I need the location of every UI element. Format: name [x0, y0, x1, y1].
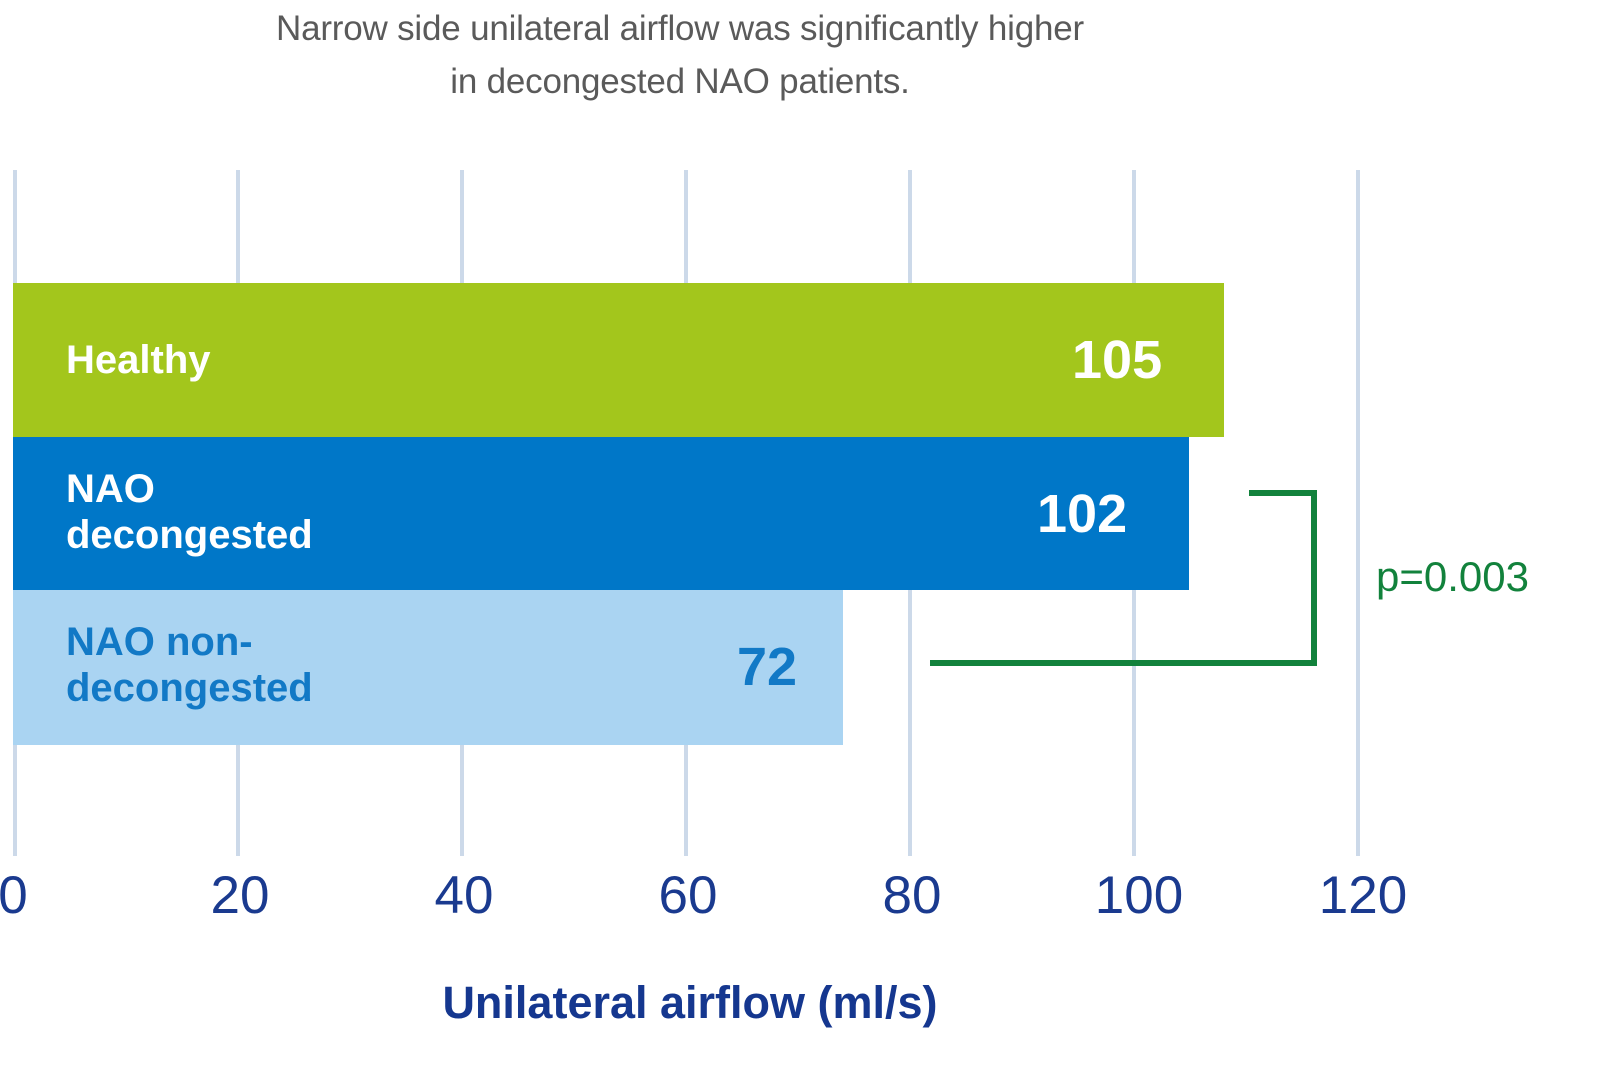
gridline-120 [1356, 170, 1360, 856]
significance-bracket-top [1249, 490, 1317, 496]
xtick-label-80: 80 [882, 866, 942, 925]
xtick-label-100: 100 [1094, 866, 1184, 925]
bar-value-nao-decongested: 102 [1037, 484, 1128, 544]
xtick-label-0: 0 [0, 866, 28, 925]
bar-label-nao-decongested: NAO decongested [66, 467, 313, 557]
bar-value-nao-non-decongested: 72 [737, 637, 798, 697]
xtick-label-40: 40 [434, 866, 494, 925]
significance-bracket-right [1311, 490, 1317, 666]
xtick-label-120: 120 [1318, 866, 1408, 925]
chart-title: Narrow side unilateral airflow was signi… [276, 9, 1084, 101]
significance-bracket-bottom [930, 660, 1317, 666]
bar-healthy[interactable] [13, 283, 1224, 437]
xtick-label-60: 60 [658, 866, 718, 925]
bar-label-healthy: Healthy [66, 338, 211, 382]
bar-label-nao-non-decongested: NAO non- decongested [66, 620, 313, 710]
bar-nao-decongested[interactable] [13, 437, 1189, 590]
xtick-label-20: 20 [210, 866, 270, 925]
bar-value-healthy: 105 [1072, 330, 1163, 390]
bar-nao-non-decongested[interactable] [13, 590, 843, 745]
p-value-label: p=0.003 [1376, 553, 1529, 600]
x-axis-title: Unilateral airflow (ml/s) [442, 977, 938, 1028]
